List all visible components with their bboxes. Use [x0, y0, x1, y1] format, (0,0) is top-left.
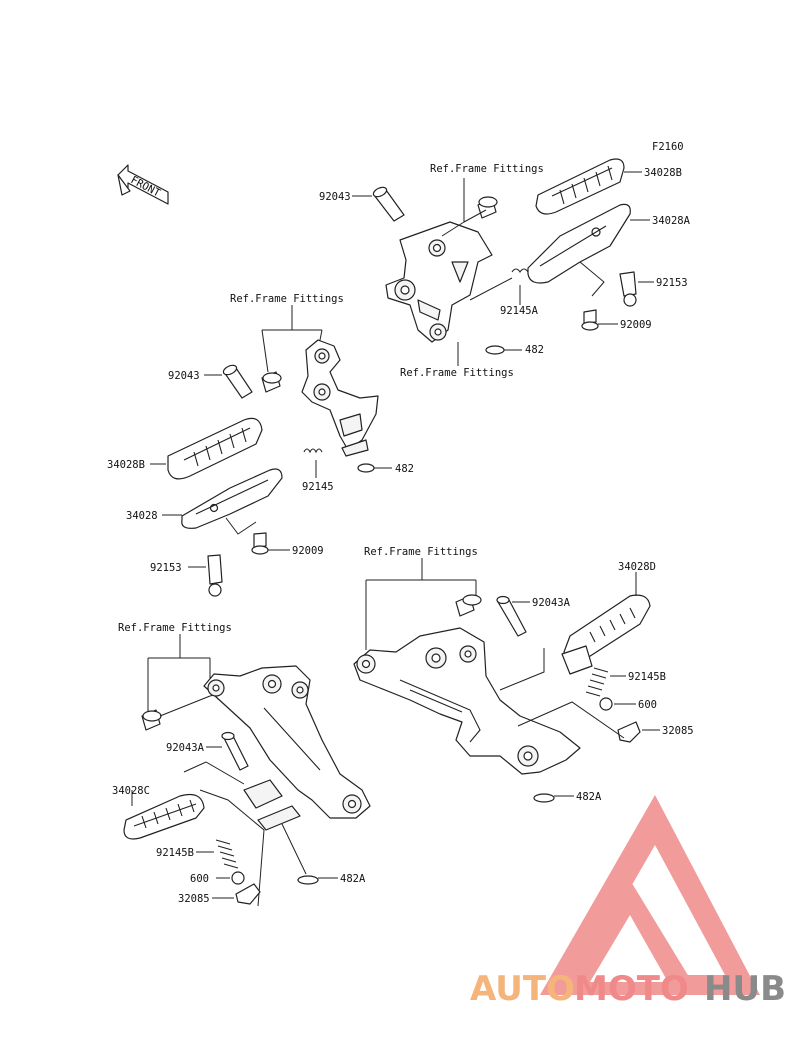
label-tl-92153: 92153: [150, 562, 182, 574]
bolt-tr: [477, 196, 498, 219]
washer-482-tl: [357, 463, 375, 473]
label-bl-92043a: 92043A: [166, 742, 205, 754]
label-tl-ref-frame: Ref.Frame Fittings: [230, 293, 344, 305]
label-tr-92153: 92153: [656, 277, 688, 289]
bracket-tr: [385, 221, 493, 343]
label-br-34028d: 34028D: [618, 561, 656, 573]
ball-600-br: [599, 697, 613, 711]
label-tr-482: 482: [525, 344, 544, 356]
label-tl-34028b: 34028B: [107, 459, 145, 471]
label-tl-92009: 92009: [292, 545, 324, 557]
label-tr-ref-frame: Ref.Frame Fittings: [430, 163, 544, 175]
watermark-logo: [540, 795, 760, 995]
bolt-92009-tl: [251, 532, 269, 555]
label-br-ref-frame: Ref.Frame Fittings: [364, 546, 478, 558]
label-tr-34028b: 34028B: [644, 167, 682, 179]
washer-482a-br: [533, 793, 555, 803]
label-tl-34028: 34028: [126, 510, 158, 522]
spring-92145-tl: [303, 448, 323, 454]
plate-32085-bl: [235, 883, 261, 905]
label-tr-92043: 92043: [319, 191, 351, 203]
label-tl-482: 482: [395, 463, 414, 475]
bracket-br: [353, 627, 581, 775]
label-br-482a: 482A: [576, 791, 602, 803]
footrest-34028-tl: [181, 468, 283, 529]
bolt-br: [455, 594, 482, 617]
pin-92043a-bl: [221, 731, 249, 771]
footrest-34028a-tr: [527, 203, 631, 284]
ball-600-bl: [231, 871, 245, 885]
footrest-rubber-34028b-tr: [535, 158, 625, 215]
assembly-top-left: [150, 305, 392, 597]
watermark-moto: MOTO: [574, 969, 689, 1009]
label-bl-600: 600: [190, 873, 209, 885]
spring-92145b-br: [585, 667, 609, 697]
assembly-top-right: [352, 158, 654, 366]
assembly-bottom-left: [123, 634, 371, 907]
label-tr-92145a: 92145A: [500, 305, 539, 317]
label-bl-34028c: 34028C: [112, 785, 150, 797]
bracket-tl: [301, 339, 379, 457]
watermark-auto: AUTO: [470, 969, 575, 1009]
label-tr-92009: 92009: [620, 319, 652, 331]
label-bl-ref-frame: Ref.Frame Fittings: [118, 622, 232, 634]
figure-code: F2160: [652, 141, 684, 153]
label-tr-ref-frame-bottom: Ref.Frame Fittings: [400, 367, 514, 379]
washer-482-tr: [485, 345, 505, 355]
pin-92043-tl: [222, 364, 253, 399]
footrest-34028c-bl: [123, 793, 205, 840]
bracket-bl: [203, 665, 371, 831]
watermark-hub: HUB: [704, 969, 786, 1009]
pin-92043a-br: [496, 595, 527, 637]
front-arrow-icon: FRONT: [117, 164, 169, 205]
bolt-tl: [261, 371, 282, 393]
label-tl-92043: 92043: [168, 370, 200, 382]
label-bl-32085: 32085: [178, 893, 210, 905]
front-label: FRONT: [129, 174, 163, 200]
label-bl-482a: 482A: [340, 873, 366, 885]
label-tl-92145: 92145: [302, 481, 334, 493]
bolt-bl: [141, 709, 162, 731]
label-bl-92145b: 92145B: [156, 847, 194, 859]
label-br-92043a: 92043A: [532, 597, 571, 609]
label-br-32085: 32085: [662, 725, 694, 737]
label-tr-34028a: 34028A: [652, 215, 691, 227]
plate-32085-br: [617, 721, 641, 743]
footrest-34028d-br: [561, 594, 651, 675]
bolt-92009-tr: [581, 309, 599, 331]
pin-92043-tr: [372, 186, 405, 222]
spring-92145b-bl: [215, 839, 239, 869]
assembly-bottom-right: [353, 558, 660, 803]
label-br-92145b: 92145B: [628, 671, 666, 683]
label-br-600: 600: [638, 699, 657, 711]
bolt-92153-tl: [207, 554, 223, 597]
bolt-92153-tr: [619, 271, 637, 307]
washer-482a-bl: [297, 875, 319, 885]
footrest-rubber-34028b-tl: [167, 417, 263, 480]
